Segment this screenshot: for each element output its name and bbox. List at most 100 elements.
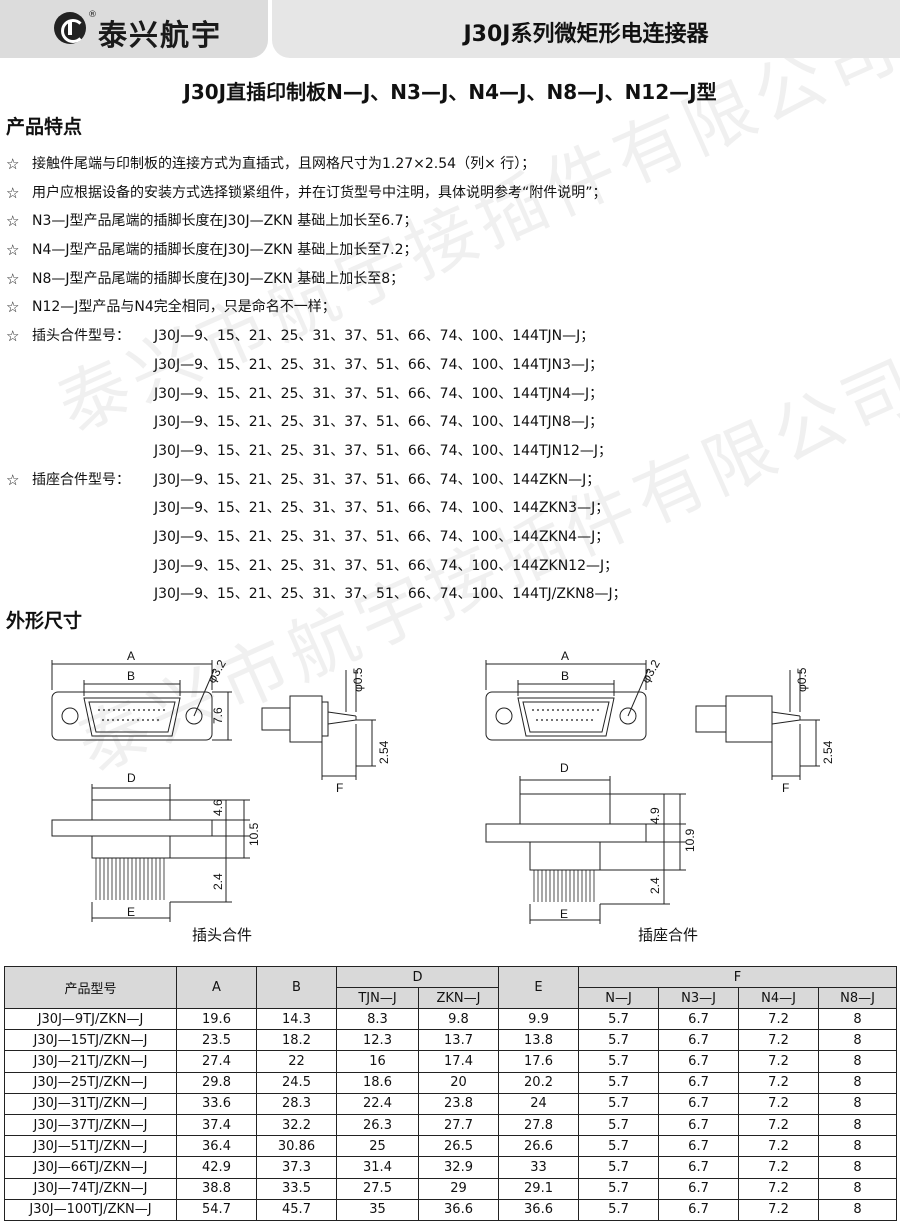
feature-text: 用户应根据设备的安装方式选择锁紧组件，并在订货型号中注明，具体说明参考“附件说明… (32, 184, 607, 201)
cell-e: 24 (498, 1092, 580, 1115)
plug-model-line: J30J—9、15、21、25、31、37、51、66、74、100、144TJ… (154, 356, 604, 373)
cell-e: 20.2 (498, 1071, 580, 1094)
cell-b: 28.3 (256, 1092, 337, 1115)
cell-a: 36.4 (176, 1135, 257, 1158)
socket-model-line: J30J—9、15、21、25、31、37、51、66、74、100、144ZK… (154, 471, 601, 488)
col-header-nj: N—J (578, 987, 660, 1009)
cell-f-nj: 5.7 (578, 1177, 660, 1200)
cell-e: 26.6 (498, 1135, 580, 1158)
dim-label-2-4: 2.4 (648, 877, 662, 894)
dim-label-f: F (336, 781, 343, 795)
dim-label-2-4: 2.4 (211, 873, 225, 890)
plug-model-line: J30J—9、15、21、25、31、37、51、66、74、100、144TJ… (154, 442, 613, 459)
dim-label-a: A (561, 649, 569, 663)
cell-a: 33.6 (176, 1092, 257, 1115)
cell-f-n4j: 7.2 (738, 1198, 820, 1221)
dim-label-2-54: 2.54 (821, 740, 835, 764)
cell-e: 33 (498, 1156, 580, 1179)
cell-f-n3j: 6.7 (658, 1177, 740, 1200)
cell-f-n3j: 6.7 (658, 1071, 740, 1094)
spec-table: 产品型号 A B D E F TJN—J ZKN—J N—J N3—J N4—J… (4, 966, 898, 1221)
cell-d-zkn: 26.5 (417, 1135, 500, 1158)
list-item: ☆用户应根据设备的安装方式选择锁紧组件，并在订货型号中注明，具体说明参考“附件说… (6, 179, 886, 208)
cell-f-nj: 5.7 (578, 1050, 660, 1073)
cell-e: 17.6 (498, 1050, 580, 1073)
col-header-n3j: N3—J (658, 987, 740, 1009)
cell-d-zkn: 29 (417, 1177, 500, 1200)
dim-label-2-54: 2.54 (377, 740, 391, 764)
socket-model-line: J30J—9、15、21、25、31、37、51、66、74、100、144ZK… (154, 528, 610, 545)
feature-text: 接触件尾端与印制板的连接方式为直插式，且网格尺寸为1.27×2.54（列× 行）… (32, 156, 536, 172)
list-item: ☆ N4—J型产品尾端的插脚长度在J30J—ZKN 基础上加长至7.2； (6, 236, 886, 265)
cell-b: 18.2 (256, 1029, 337, 1052)
dim-label-4-6: 4.6 (211, 799, 225, 816)
plug-model-line: J30J—9、15、21、25、31、37、51、66、74、100、144TJ… (154, 414, 604, 431)
dim-label-b: B (561, 669, 569, 683)
socket-model-line: J30J—9、15、21、25、31、37、51、66、74、100、144ZK… (154, 500, 610, 517)
cell-f-n3j: 6.7 (658, 1198, 740, 1221)
cell-b: 32.2 (256, 1113, 337, 1137)
dim-label-phi05: φ0.5 (351, 667, 365, 692)
socket-model-line: J30J—9、15、21、25、31、37、51、66、74、100、144ZK… (154, 557, 619, 574)
col-header-e: E (498, 966, 580, 1009)
cell-model: J30J—100TJ/ZKN—J (4, 1198, 177, 1221)
cell-f-n4j: 7.2 (738, 1135, 820, 1158)
cell-f-nj: 5.7 (578, 1092, 660, 1115)
cell-f-n4j: 7.2 (738, 1177, 820, 1200)
cell-f-n3j: 6.7 (658, 1156, 740, 1179)
dim-label-b: B (127, 669, 135, 683)
col-header-model: 产品型号 (4, 966, 177, 1009)
socket-side-view (695, 670, 820, 780)
cell-e: 9.9 (498, 1007, 580, 1031)
cell-f-n3j: 6.7 (658, 1092, 740, 1115)
cell-model: J30J—15TJ/ZKN—J (4, 1029, 177, 1052)
star-icon: ☆ (6, 241, 20, 260)
cell-f-n3j: 6.7 (658, 1135, 740, 1158)
star-icon: ☆ (6, 269, 20, 288)
cell-b: 33.5 (256, 1177, 337, 1200)
socket-models-row: J30J—9、15、21、25、31、37、51、66、74、100、144TJ… (6, 580, 886, 609)
dim-label-e: E (560, 907, 568, 921)
dim-label-d: D (560, 761, 569, 775)
cell-d-tjn: 8.3 (336, 1007, 419, 1031)
socket-models-row: J30J—9、15、21、25、31、37、51、66、74、100、144ZK… (6, 494, 886, 523)
dim-label-phi32: φ3.2 (204, 657, 229, 685)
list-item: ☆ 接触件尾端与印制板的连接方式为直插式，且网格尺寸为1.27×2.54（列× 行… (6, 150, 886, 179)
col-header-zkn: ZKN—J (417, 987, 500, 1009)
cell-d-zkn: 9.8 (417, 1007, 500, 1031)
dim-label-phi05: φ0.5 (795, 667, 809, 692)
col-header-a: A (176, 966, 257, 1009)
cell-f-n8j: 8 (818, 1092, 898, 1115)
cell-d-zkn: 13.7 (417, 1029, 500, 1052)
cell-f-n3j: 6.7 (658, 1029, 740, 1052)
cell-b: 45.7 (256, 1198, 337, 1221)
brand-name: 泰兴航宇 (98, 18, 223, 52)
cell-d-tjn: 31.4 (336, 1156, 419, 1179)
cell-f-nj: 5.7 (578, 1135, 660, 1158)
cell-a: 23.5 (176, 1029, 257, 1052)
cell-f-n8j: 8 (818, 1007, 898, 1031)
cell-f-n4j: 7.2 (738, 1092, 820, 1115)
cell-f-n3j: 6.7 (658, 1113, 740, 1137)
cell-d-zkn: 17.4 (417, 1050, 500, 1073)
col-header-b: B (256, 966, 337, 1009)
cell-model: J30J—31TJ/ZKN—J (4, 1092, 177, 1115)
cell-f-n4j: 7.2 (738, 1156, 820, 1179)
cell-f-n8j: 8 (818, 1135, 898, 1158)
star-icon: ☆ (6, 155, 20, 173)
star-icon: ☆ (6, 327, 20, 346)
plug-caption: 插头合件 (192, 926, 253, 944)
feature-text: N8—J型产品尾端的插脚长度在J30J—ZKN 基础上加长至8； (32, 270, 405, 287)
cell-e: 27.8 (498, 1113, 580, 1137)
feature-text: N4—J型产品尾端的插脚长度在J30J—ZKN 基础上加长至7.2； (32, 242, 418, 259)
plug-models-row: J30J—9、15、21、25、31、37、51、66、74、100、144TJ… (6, 380, 886, 409)
cell-f-nj: 5.7 (578, 1071, 660, 1094)
cell-f-nj: 5.7 (578, 1156, 660, 1179)
plug-models-label: 插头合件型号： (32, 328, 130, 345)
star-icon: ☆ (6, 298, 20, 317)
cell-d-zkn: 36.6 (417, 1198, 500, 1221)
